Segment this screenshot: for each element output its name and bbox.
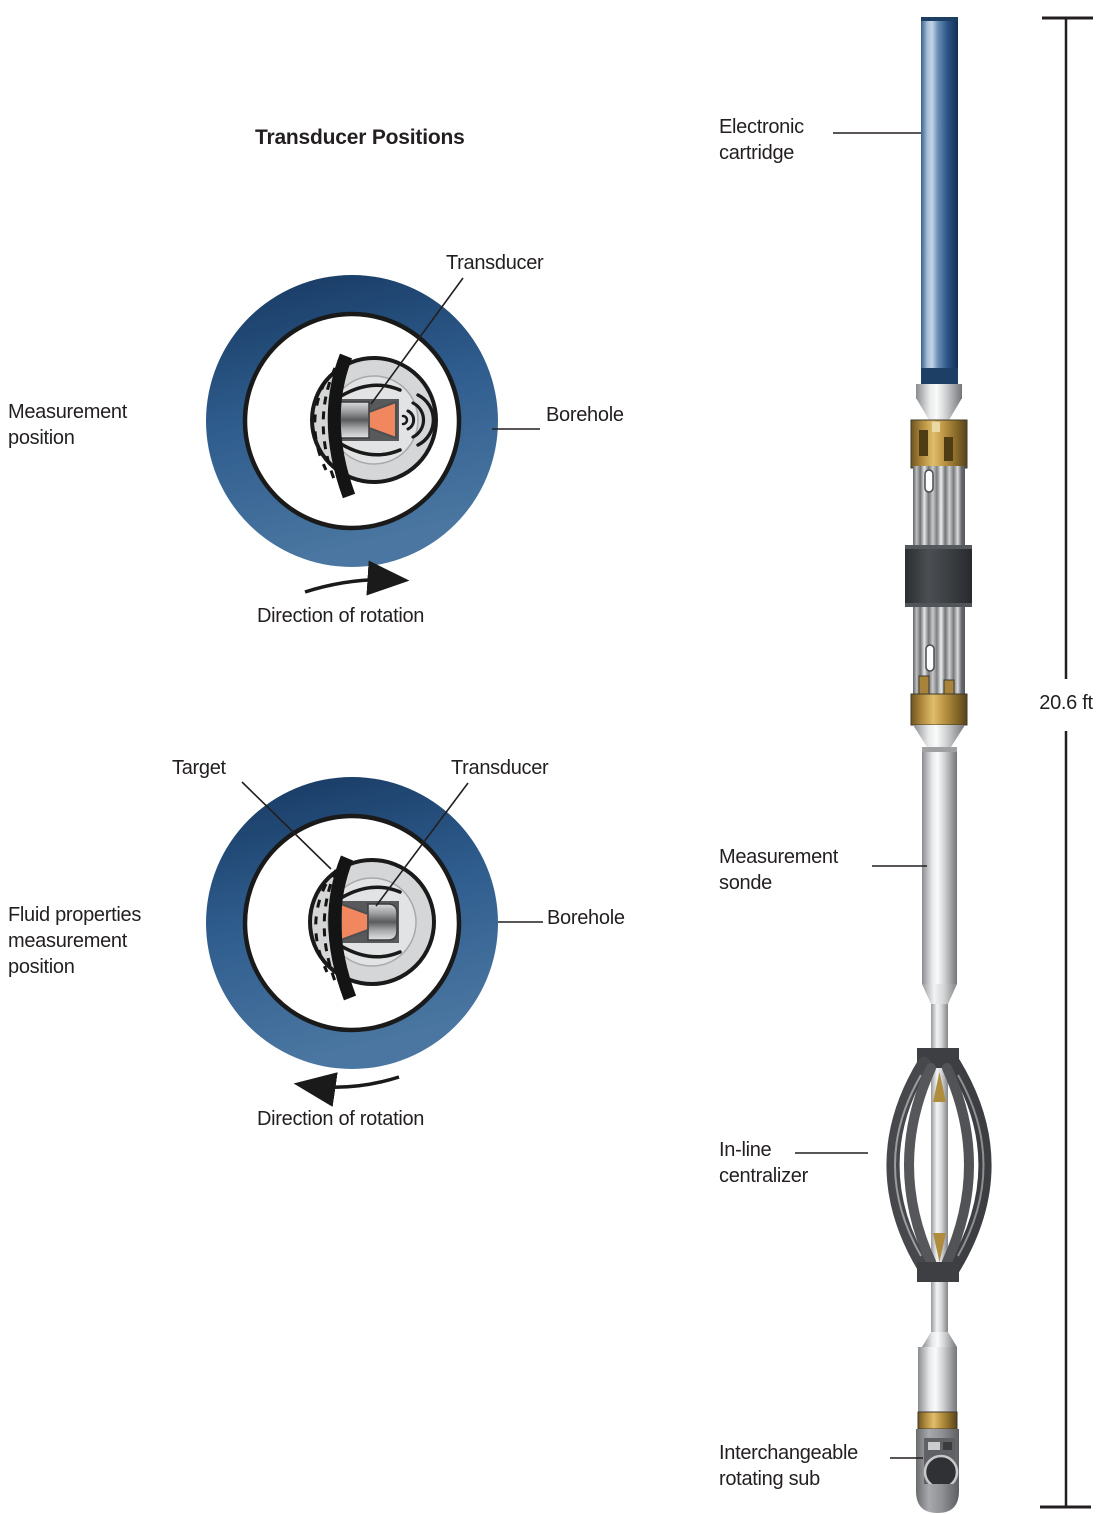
electronic-cartridge (921, 17, 958, 370)
dark-band (905, 545, 972, 607)
tool-string (886, 17, 992, 1513)
gold-coupling-lower (910, 675, 968, 726)
sensor-cage-upper (913, 466, 965, 545)
rotation-label-bottom: Direction of rotation (257, 1108, 425, 1130)
inline-centralizer (886, 1048, 992, 1282)
leader-transducer-top (370, 277, 464, 405)
target-arc (313, 353, 356, 499)
measurement-position-label: Measurement position (8, 401, 127, 449)
rotating-sub-label: Interchangeable rotating sub (719, 1442, 858, 1490)
electronic-cartridge-label: Electronic cartridge (719, 116, 804, 164)
transducer-cone (368, 400, 397, 440)
rotation-label-top: Direction of rotation (257, 605, 425, 627)
transducer-label-bottom: Transducer (451, 757, 549, 779)
dimension-line (1040, 16, 1093, 1509)
transducer-assembly (337, 901, 399, 943)
centralizer-tip-upper (933, 1072, 946, 1102)
target-label: Target (172, 757, 226, 779)
borehole-label-bottom: Borehole (547, 907, 625, 929)
inline-centralizer-label: In-line centralizer (719, 1139, 808, 1187)
gold-coupling-upper (910, 419, 968, 469)
tool-length-label: 20.6 ft (1039, 692, 1093, 714)
rotation-arrow-top-icon (304, 560, 410, 596)
sound-waves-icon (401, 393, 436, 447)
diagram-title: Transducer Positions (255, 126, 465, 149)
leader-target (241, 781, 332, 870)
borehole-label-top: Borehole (546, 404, 624, 426)
rotating-sub (916, 1282, 959, 1513)
yoke-arm-lower (339, 944, 402, 959)
measurement-sonde (922, 747, 957, 1050)
yoke-arm-upper (339, 383, 402, 398)
measurement-sonde-label: Measurement sonde (719, 846, 838, 894)
sub-window (923, 1454, 959, 1490)
yoke-arm-upper (339, 885, 402, 900)
leader-transducer-bottom (375, 782, 469, 907)
leader-lines (241, 132, 927, 1459)
measurement-position-diagram (206, 275, 498, 596)
fluid-properties-diagram (206, 777, 498, 1107)
transducer-assembly (337, 399, 399, 441)
fluid-properties-label: Fluid properties measurement position (8, 904, 142, 978)
yoke-arm-lower (339, 442, 402, 457)
transducer-label-top: Transducer (446, 252, 544, 274)
target-arc (314, 855, 357, 1001)
rotation-arrow-bottom-icon (293, 1072, 400, 1107)
centralizer-tip-lower (933, 1233, 946, 1262)
sub-nose (916, 1484, 959, 1513)
